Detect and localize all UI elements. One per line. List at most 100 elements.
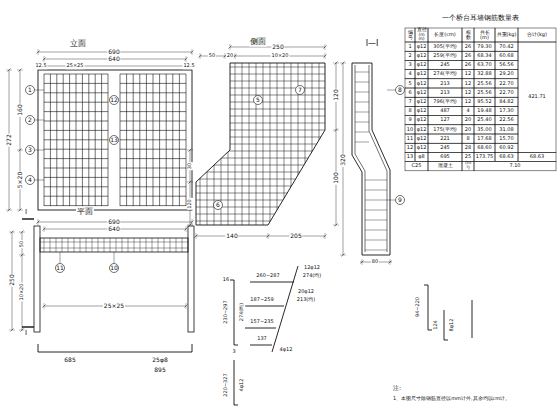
- dimension-tick: [333, 63, 339, 64]
- table-cell: 213: [429, 89, 462, 97]
- dimension-tick: [192, 219, 193, 225]
- dimension-tick: [19, 232, 25, 233]
- table-cell: 305(平均): [429, 43, 462, 51]
- dimension-text: 640: [107, 226, 120, 233]
- dimension-tick: [44, 56, 45, 62]
- callout-number: 1: [27, 87, 33, 94]
- table-grid: [405, 70, 415, 79]
- table-cell: 5: [406, 79, 415, 87]
- table-cell: φ12: [416, 89, 428, 97]
- table-grid: [462, 143, 474, 152]
- table-grid: [428, 125, 462, 134]
- table-grid: [415, 125, 428, 134]
- rebar-line: [122, 238, 123, 252]
- table-cell: 22.70: [496, 89, 518, 97]
- dimension-text: 10×20: [271, 53, 290, 59]
- callout-number: 2: [27, 117, 33, 124]
- table-cell: 79.30: [475, 43, 495, 51]
- callout-number: 13: [109, 137, 119, 144]
- rebar-sketch: [245, 266, 298, 352]
- rebar-line: [120, 205, 186, 206]
- rebar-sketch: [230, 280, 238, 345]
- dimension-text: 187~259: [249, 297, 274, 303]
- table-grid: [518, 42, 556, 152]
- table-cell: 259(平均): [429, 52, 462, 60]
- dimension-tick: [200, 53, 201, 59]
- callout-circle: [396, 196, 405, 205]
- table-grid: [474, 42, 495, 51]
- dimension-text: 10×20: [19, 283, 25, 302]
- dimension-text: 124: [433, 319, 439, 331]
- rebar-line: [120, 139, 186, 140]
- view-title: I: [24, 209, 28, 217]
- table-cell: 1: [406, 43, 415, 51]
- dimension-tick: [6, 70, 12, 71]
- callout-number: 10: [109, 265, 119, 272]
- callout-number: 8: [397, 87, 403, 94]
- table-cell: 95.52: [475, 98, 495, 106]
- view-title: 平面: [76, 208, 94, 217]
- dimension-text: 250: [9, 273, 16, 286]
- dimension-tick: [340, 255, 346, 256]
- rebar-line: [92, 238, 93, 252]
- table-grid: [428, 51, 462, 60]
- view-title: 一个桥台耳墙钢筋数量表: [441, 15, 520, 23]
- table-grid: [428, 134, 462, 143]
- table-grid: [405, 125, 415, 134]
- rebar-line: [355, 82, 369, 83]
- plan-wall: [34, 226, 40, 332]
- rebar-line: [44, 102, 108, 103]
- dimension-tick: [268, 233, 269, 239]
- section-mark: [22, 326, 34, 327]
- rebar-line: [355, 122, 369, 123]
- table-grid: [428, 60, 462, 69]
- dimension-text: 20φ12: [297, 289, 315, 295]
- dimension-tick: [19, 255, 25, 256]
- table-cell: 60.92: [496, 144, 518, 152]
- rebar-line: [40, 242, 188, 243]
- rebar-line: [120, 177, 186, 178]
- rebar-line: [140, 238, 141, 252]
- rebar-line: [120, 102, 186, 103]
- table-cell: 2: [406, 52, 415, 60]
- table-cell: 17.30: [496, 107, 518, 115]
- table-grid: [462, 152, 474, 161]
- table-cell: 长度(cm): [429, 29, 462, 42]
- table-grid: [462, 116, 474, 125]
- rebar-line: [74, 238, 75, 252]
- table-cell: 10: [406, 125, 415, 133]
- rebar-line: [44, 139, 108, 140]
- table-grid: [462, 42, 474, 51]
- table-grid: [405, 162, 428, 171]
- rebar-line: [80, 238, 81, 252]
- table-cell: 共长(m): [475, 29, 495, 42]
- rebar-line: [355, 132, 369, 133]
- table-grid: [405, 88, 415, 97]
- callout-circle: [110, 136, 119, 145]
- table-grid: [462, 88, 474, 97]
- rebar-line: [50, 238, 51, 252]
- table-cell: 12: [463, 70, 474, 78]
- callout-circle: [26, 146, 35, 155]
- dimension-tick: [38, 49, 39, 55]
- dimension-tick: [17, 70, 23, 71]
- leader-line: [35, 120, 45, 121]
- table-cell: 26: [463, 61, 474, 69]
- dimension-tick: [187, 182, 193, 183]
- table-grid: [474, 51, 495, 60]
- table-cell: 213: [429, 79, 462, 87]
- table-grid: [474, 106, 495, 115]
- rebar-line: [44, 158, 108, 159]
- leader-line: [387, 90, 396, 91]
- table-grid: [405, 143, 415, 152]
- dimension-tick: [44, 226, 45, 232]
- table-cell: 20: [463, 125, 474, 133]
- table-grid: [474, 116, 495, 125]
- dimension-tick: [186, 226, 187, 232]
- table-cell: 60.68: [496, 52, 518, 60]
- table-cell: 7: [406, 98, 415, 106]
- table-grid: [462, 134, 474, 143]
- rebar-line: [120, 196, 186, 197]
- table-cell: 3: [406, 61, 415, 69]
- table-grid: [495, 60, 518, 69]
